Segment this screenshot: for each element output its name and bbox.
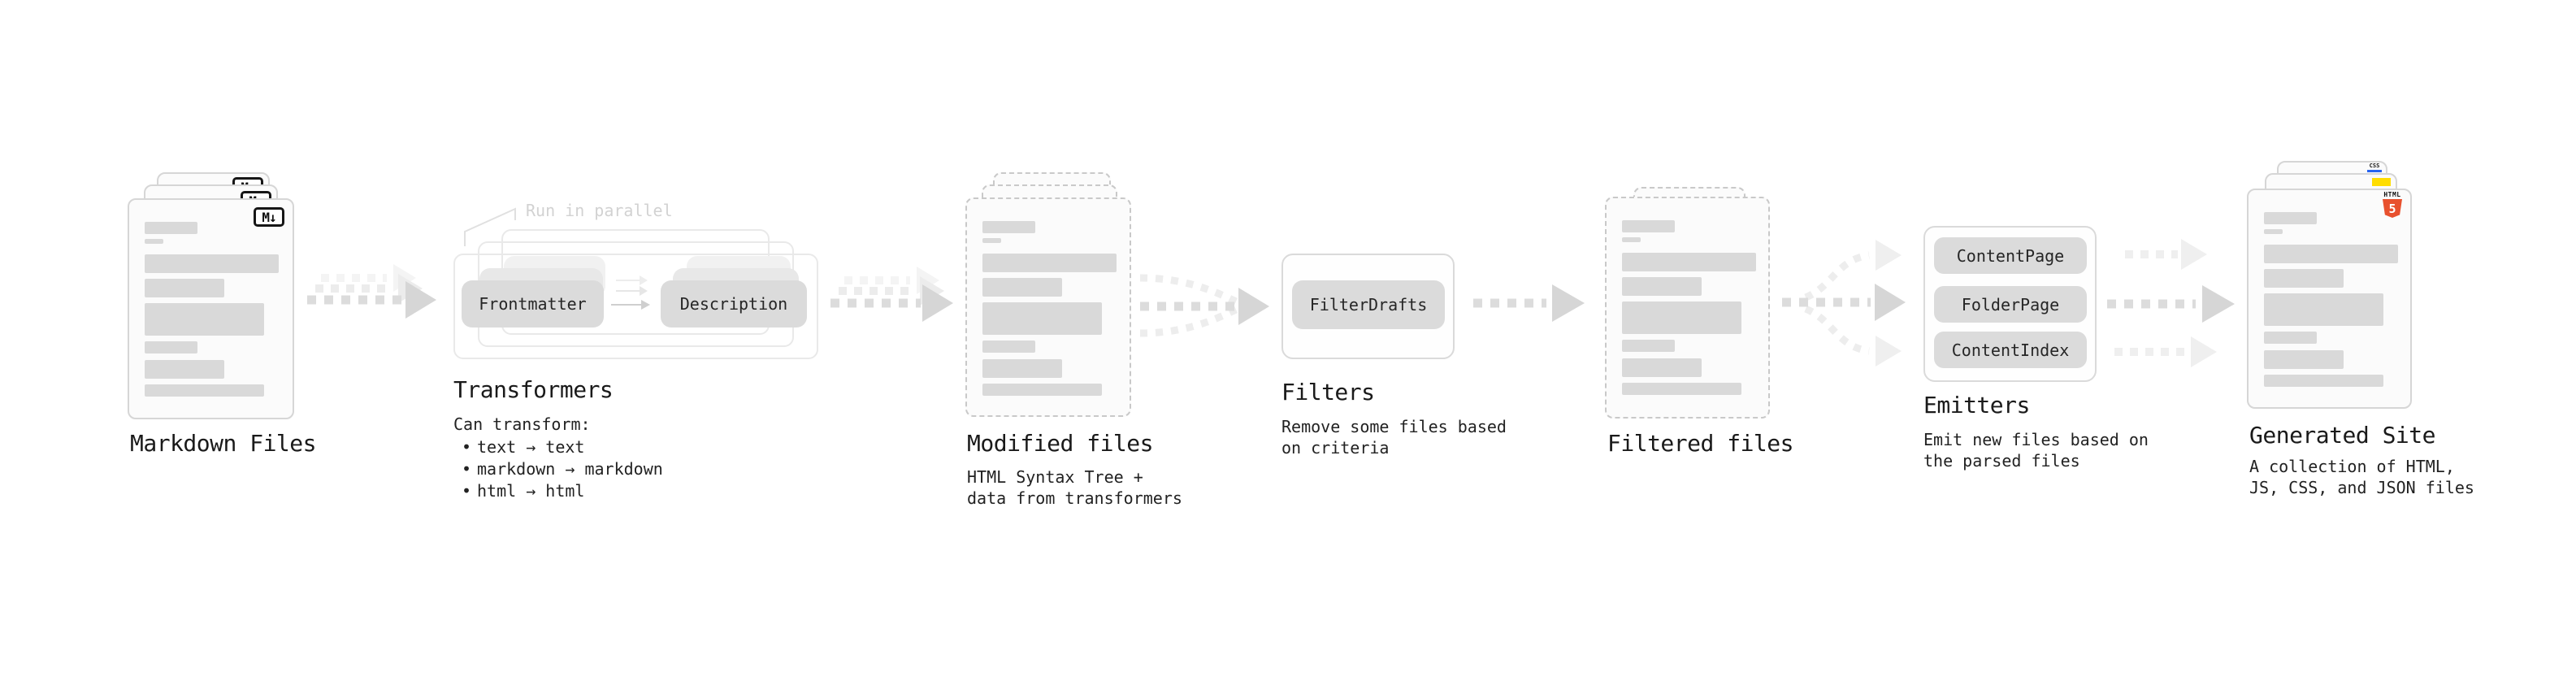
html5-icon-shield: 5: [2383, 199, 2402, 218]
emitter-box-contentindex: ContentIndex: [1934, 332, 2087, 368]
section-label-filtered-files: Filtered files: [1607, 430, 1794, 457]
bullet-marker: •: [462, 459, 472, 479]
list-item: • markdown → markdown: [462, 458, 663, 480]
markdown-icon: M↓: [254, 207, 284, 227]
html5-icon-title: HTML: [2383, 191, 2401, 198]
css-icon-label: CSS: [2369, 163, 2380, 169]
css-icon-bar: [2367, 170, 2382, 172]
file-content-skeleton: [967, 221, 1130, 396]
emitter-box-contentpage: ContentPage: [1934, 237, 2087, 274]
arrow-modified-to-filters: [1139, 274, 1269, 337]
file-content-skeleton: [129, 222, 293, 397]
modified-file-card-front: [965, 197, 1131, 417]
arrow-emitters-to-generated: [2107, 239, 2235, 367]
file-content-skeleton: [2249, 212, 2410, 387]
frontmatter-box: Frontmatter: [462, 280, 604, 327]
list-item: • text → text: [462, 436, 663, 458]
section-label-modified-files: Modified files: [967, 430, 1154, 457]
html5-icon: HTML 5: [2382, 191, 2403, 219]
js-icon: [2372, 178, 2391, 186]
filters-desc: Remove some files based on criteria: [1281, 417, 1507, 458]
transformers-bullet-list: • text → text • markdown → markdown • ht…: [462, 436, 663, 502]
list-item: • html → html: [462, 480, 663, 502]
bullet-marker: •: [462, 437, 472, 457]
filterdrafts-box: FilterDrafts: [1292, 280, 1445, 329]
emitters-desc: Emit new files based on the parsed files: [1923, 430, 2149, 471]
generated-site-desc: A collection of HTML, JS, CSS, and JSON …: [2249, 457, 2474, 497]
arrow-transformers-to-modified: [830, 267, 953, 322]
section-label-filters: Filters: [1281, 379, 1375, 406]
bullet-text: html → html: [477, 481, 585, 501]
arrow-markdown-to-transformers: [307, 264, 436, 319]
generated-file-card-front: [2247, 189, 2412, 409]
run-in-parallel-note: Run in parallel: [526, 201, 673, 220]
html5-icon-number: 5: [2388, 201, 2396, 216]
run-in-parallel-connector: [464, 207, 516, 246]
arrow-filters-to-filtered: [1473, 284, 1585, 322]
bullet-text: markdown → markdown: [477, 459, 663, 479]
filtered-file-card-front: [1605, 197, 1770, 419]
emitter-box-folderpage: FolderPage: [1934, 286, 2087, 323]
markdown-file-card-front: M↓: [128, 198, 294, 419]
arrow-filtered-to-emitters: [1782, 240, 1906, 367]
css-icon: CSS: [2367, 163, 2382, 172]
file-content-skeleton: [1607, 220, 1768, 395]
bullet-text: text → text: [477, 437, 585, 457]
section-label-generated-site: Generated Site: [2249, 422, 2436, 449]
description-box: Description: [661, 280, 807, 327]
section-label-emitters: Emitters: [1923, 392, 2030, 419]
arrow-frontmatter-to-description: [611, 275, 650, 310]
transformers-desc-title: Can transform:: [453, 414, 591, 434]
section-label-transformers: Transformers: [453, 376, 614, 403]
section-label-markdown-files: Markdown Files: [130, 430, 317, 457]
modified-files-desc: HTML Syntax Tree + data from transformer…: [967, 467, 1182, 508]
bullet-marker: •: [462, 481, 472, 501]
transformers-layer-front: [453, 254, 818, 359]
